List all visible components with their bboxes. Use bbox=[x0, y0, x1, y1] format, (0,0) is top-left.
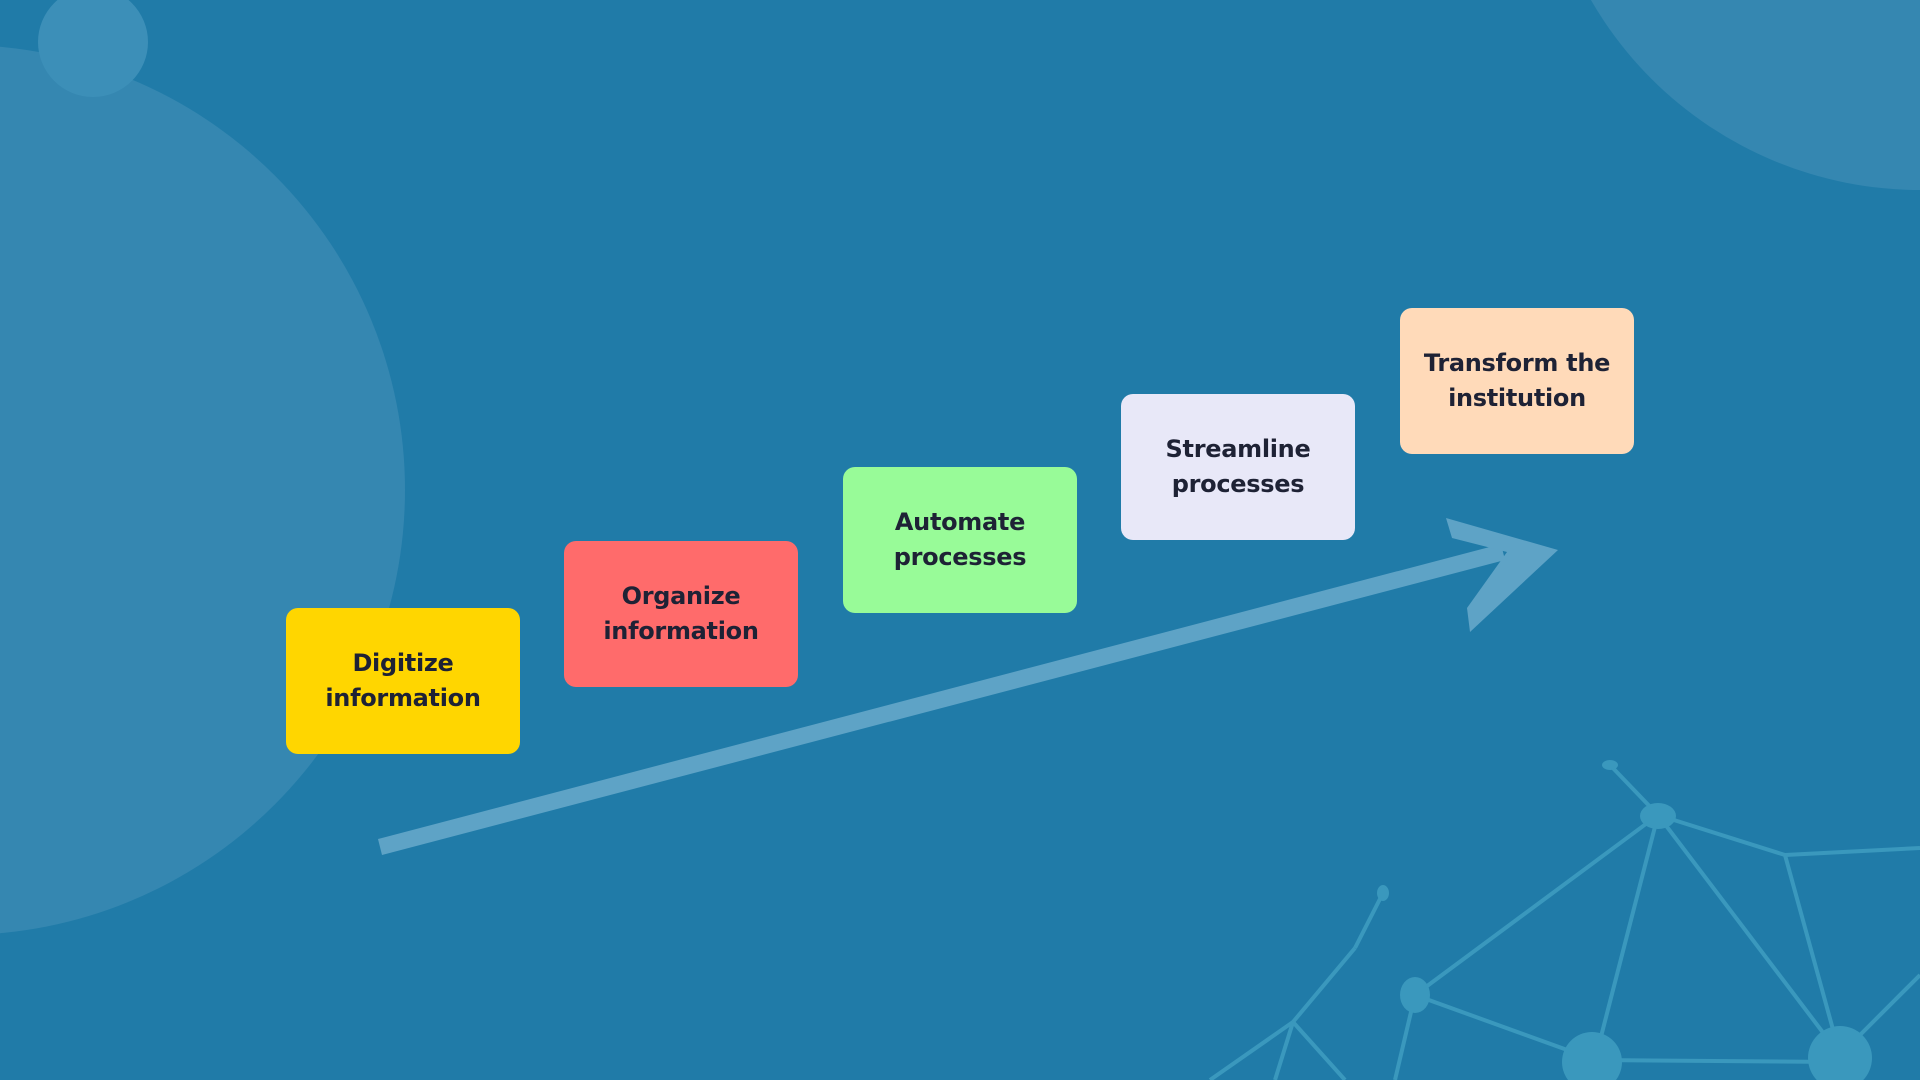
network-graph-icon bbox=[1208, 763, 1920, 1080]
step-label: Streamline processes bbox=[1165, 435, 1311, 498]
growth-arrow-icon bbox=[378, 518, 1558, 855]
decor-circle-small bbox=[38, 0, 148, 97]
step-label: Digitize information bbox=[325, 649, 481, 712]
decor-circle-top-right bbox=[1590, 0, 1920, 190]
step-digitize-information: Digitize information bbox=[286, 608, 520, 754]
step-streamline-processes: Streamline processes bbox=[1121, 394, 1355, 540]
step-label: Automate processes bbox=[893, 508, 1027, 571]
step-automate-processes: Automate processes bbox=[843, 467, 1077, 613]
step-transform-the-institution: Transform the institution bbox=[1400, 308, 1634, 454]
step-label: Transform the institution bbox=[1423, 349, 1611, 412]
network-nodes bbox=[1377, 760, 1872, 1080]
step-organize-information: Organize information bbox=[564, 541, 798, 687]
step-label: Organize information bbox=[603, 582, 759, 645]
